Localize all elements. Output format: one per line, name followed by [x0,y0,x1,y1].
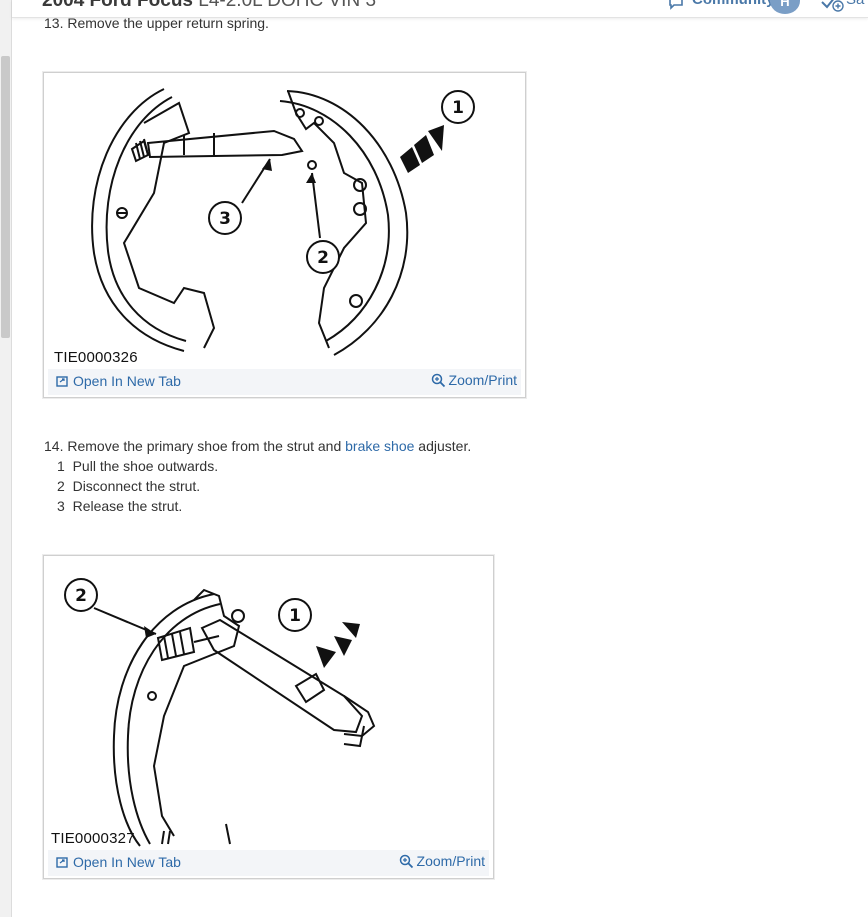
zoom-icon [399,854,413,868]
figure-footer: Open In New Tab Zoom/Print [48,850,489,876]
zoom-icon [431,373,445,387]
callout-1-label: 1 [452,98,464,118]
open-in-new-tab-link[interactable]: Open In New Tab [56,854,181,870]
step-13-text: 13. Remove the upper return spring. [44,15,269,31]
open-tab-label: Open In New Tab [73,854,181,870]
substep-1: 1 Pull the shoe outwards. [57,458,219,474]
zoom-label: Zoom/Print [448,372,517,388]
substep-3: 3 Release the strut. [57,498,183,514]
callout-2: 2 [64,578,98,612]
callout-2: 2 [306,240,340,274]
open-in-new-tab-link[interactable]: Open In New Tab [56,373,181,389]
callout-3: 3 [208,201,242,235]
open-tab-label: Open In New Tab [73,373,181,389]
callout-1: 1 [278,598,312,632]
community-link[interactable]: Community [692,0,775,8]
scrollbar-thumb[interactable] [1,56,10,338]
open-tab-icon [56,857,68,868]
save-link[interactable]: Sa [846,0,864,8]
callout-1-label: 1 [289,606,301,626]
figure-tie0000326: 1 2 3 TIE0000326 Open In New Tab Zoom/Pr… [43,72,526,398]
brake-shoe-diagram-1 [91,88,444,356]
user-avatar[interactable]: H [770,0,800,14]
zoom-print-link[interactable]: Zoom/Print [399,853,485,869]
brake-shoe-diagram-2 [93,588,376,847]
top-header: 2004 Ford Focus L4-2.0L DOHC VIN 3 Commu… [12,0,868,18]
figure-id-label: TIE0000327 [51,830,135,847]
open-tab-icon [56,376,68,387]
callout-2-label: 2 [75,586,87,606]
figure-tie0000327: 2 1 TIE0000327 Open In New Tab Zoom/Prin… [43,555,494,879]
figure-id-label: TIE0000326 [54,349,138,366]
community-icon[interactable] [668,0,686,10]
figure-footer: Open In New Tab Zoom/Print [48,369,521,395]
callout-3-label: 3 [219,209,231,229]
callout-1: 1 [441,90,475,124]
zoom-print-link[interactable]: Zoom/Print [431,372,517,388]
callout-2-label: 2 [317,248,329,268]
substep-2: 2 Disconnect the strut. [57,478,201,494]
step-14-text: 14. Remove the primary shoe from the str… [44,438,472,454]
zoom-label: Zoom/Print [416,853,485,869]
saved-check-icon[interactable] [820,0,844,12]
page-scrollbar[interactable] [0,0,12,917]
page-title: 2004 Ford Focus L4-2.0L DOHC VIN 3 [42,0,377,11]
brake-shoe-link[interactable]: brake shoe [345,438,415,454]
